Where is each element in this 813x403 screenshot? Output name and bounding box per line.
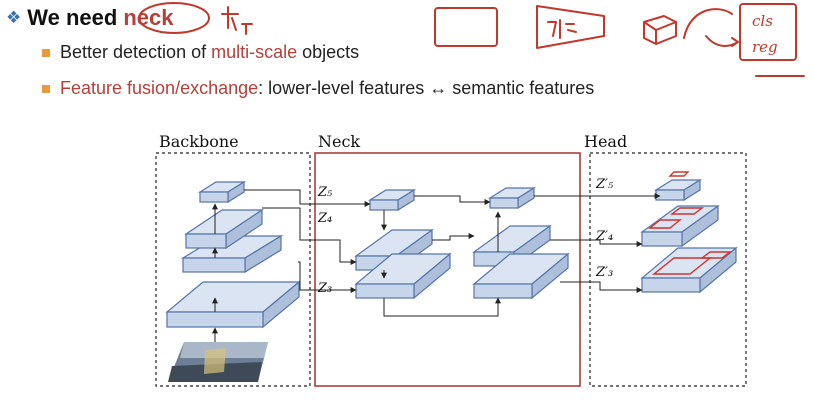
sketch-cube-ink (643, 15, 677, 45)
slide-title: ❖ We need neck (6, 2, 173, 34)
head-z4 (640, 204, 720, 248)
feature-blocks (165, 171, 738, 329)
head-z3-detection-box-2 (699, 251, 733, 259)
sketch-curve-ink (683, 8, 733, 39)
bullet-2-text: Feature fusion/exchange: lower-level fea… (60, 78, 595, 98)
head-z5-detection-box (668, 171, 690, 177)
pen-annotations (138, 2, 805, 77)
neck-circle-ink (138, 2, 210, 34)
neck-label: Neck (318, 132, 360, 151)
neck-top-down-z3 (354, 252, 452, 300)
sketch-text-ink (547, 19, 577, 39)
z3-label: Z₃ (317, 281, 332, 296)
sketch-trapezoid-ink (536, 5, 605, 49)
input-image (168, 342, 268, 382)
neck-bottom-up-z5 (487, 186, 537, 210)
z4-label: Z₄ (317, 211, 332, 226)
head-z4-detection-box-2 (669, 207, 705, 215)
neck-bottom-up-z3 (472, 252, 570, 300)
link-out-z4 (550, 239, 643, 247)
sketch-arrow-ink (705, 35, 739, 47)
z4-prime-label: Z′₄ (595, 229, 613, 244)
head-z4-detection-box-1 (648, 219, 682, 229)
head-label: Head (584, 132, 627, 151)
ink-label-reg: reg (752, 38, 778, 56)
link-backbone-z5 (244, 189, 371, 207)
square-bullet-icon (42, 48, 50, 57)
connection-arrows (212, 189, 661, 342)
backbone-label: Backbone (159, 132, 239, 151)
head-frame (589, 152, 747, 387)
bullet-1-text: Better detection of multi-scale objects (60, 42, 360, 62)
backbone-layer-4 (197, 180, 247, 204)
neck-frame (314, 152, 581, 387)
title-text: We need (27, 5, 118, 30)
bullet-item-1: Better detection of multi-scale objects (42, 42, 359, 63)
z5-prime-label: Z′₅ (595, 177, 614, 192)
sketch-box-ink (434, 7, 498, 47)
neck-top-down-z5 (367, 188, 417, 212)
link-backbone-z4 (262, 207, 357, 265)
link-neck-z4-right (432, 233, 475, 241)
bullet-item-2: Feature fusion/exchange: lower-level fea… (42, 78, 594, 99)
link-backbone-z3 (298, 261, 357, 293)
square-bullet-icon (42, 84, 50, 93)
backbone-layer-3 (184, 208, 264, 250)
scribble-ink (221, 6, 253, 35)
link-out-z3 (560, 281, 643, 293)
backbone-frame (155, 152, 311, 387)
z3-prime-label: Z′₃ (595, 265, 613, 280)
sketch-cls-box-ink (739, 3, 797, 61)
title-accent-text: neck (123, 5, 174, 30)
z5-label: Z₅ (317, 185, 333, 200)
backbone-layer-1 (165, 280, 301, 329)
diamond-bullet-icon: ❖ (6, 8, 22, 27)
link-neck-z3-right (383, 297, 501, 317)
ink-label-cls: cls (752, 12, 773, 30)
link-neck-z5-right (414, 195, 491, 205)
head-z3 (640, 246, 738, 294)
head-z5 (653, 178, 703, 202)
